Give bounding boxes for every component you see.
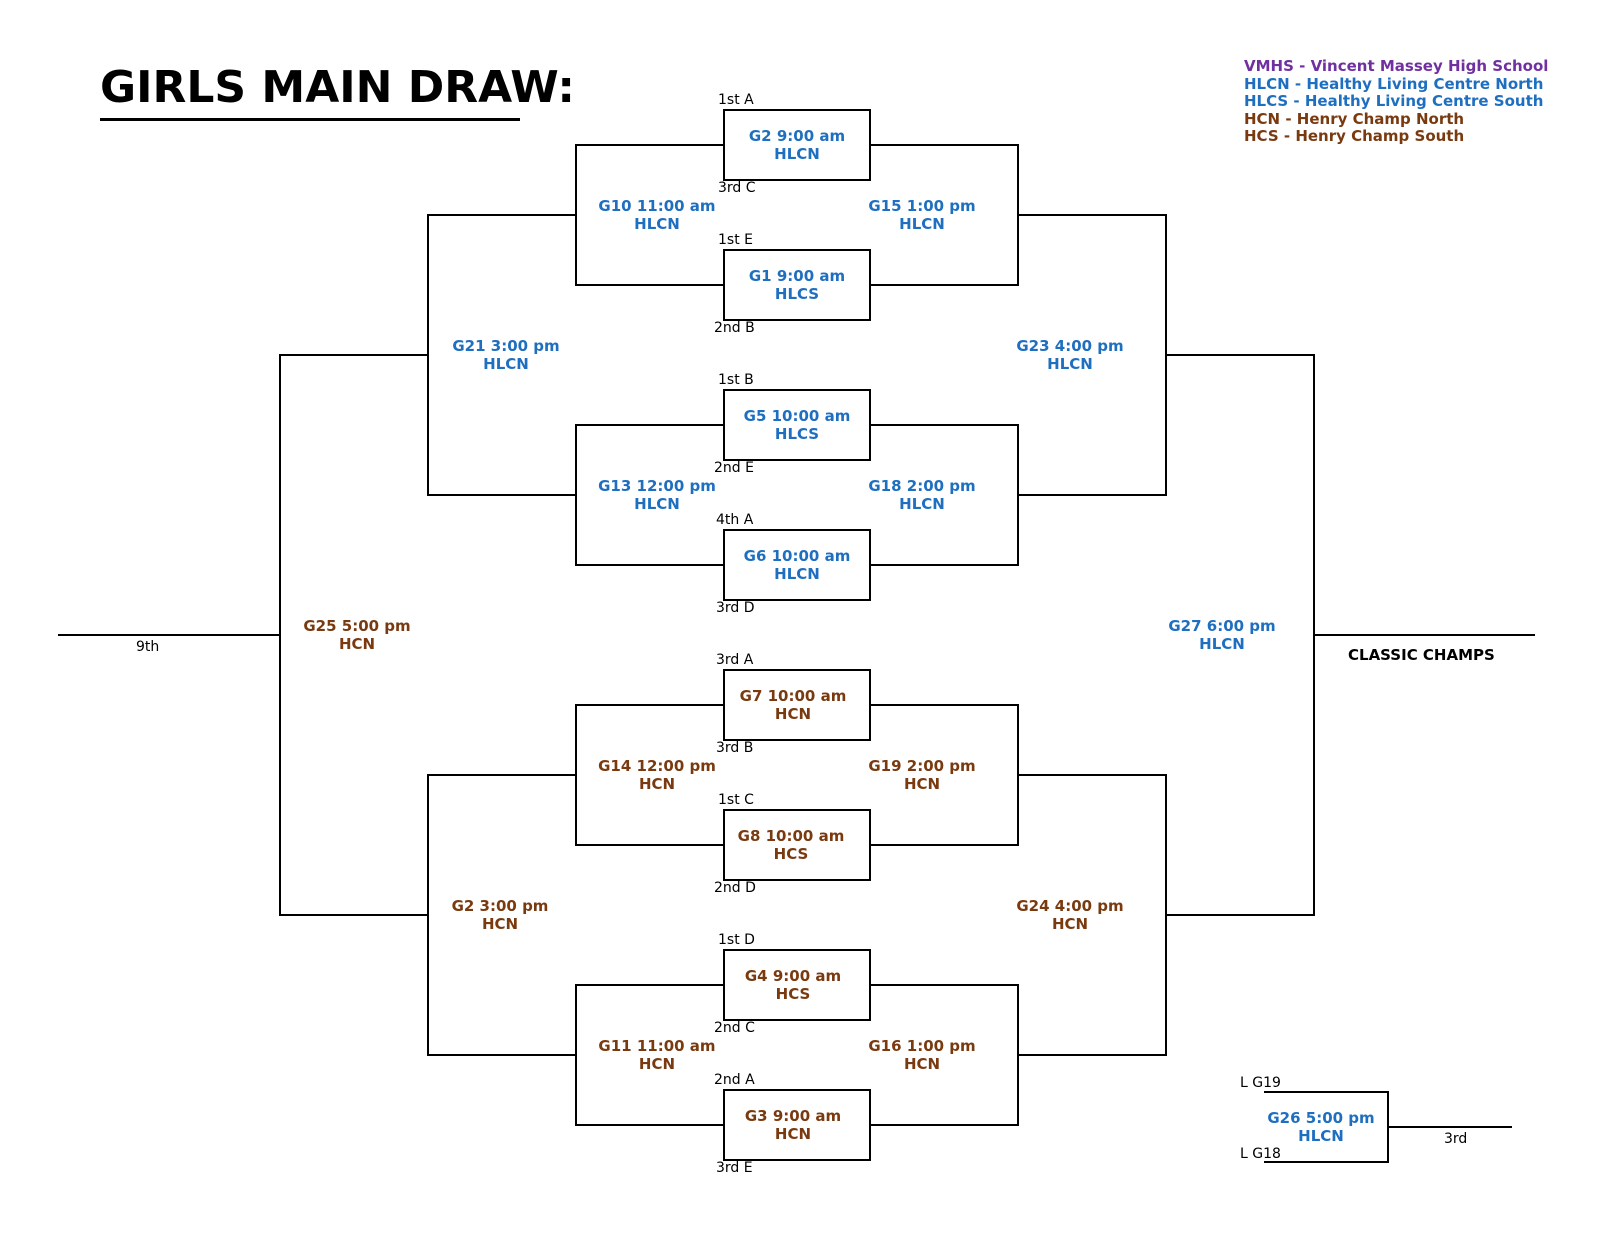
seed-label: 3rd B [716,740,754,756]
legend-item-hlcn: HLCN - Healthy Living Centre North [1244,74,1544,93]
seed-label: 2nd B [714,320,755,336]
seed-label: 1st C [718,792,754,808]
seed-label: 3rd A [716,652,754,668]
legend: VMHS - Vincent Massey High School HLCN -… [1244,57,1549,146]
seed-label: 1st E [718,232,753,248]
seed-label: 1st B [718,372,754,388]
seed-label: L G19 [1240,1075,1281,1091]
seed-label: 3rd D [716,600,755,616]
seed-label: 2nd D [714,880,756,896]
title-underline [100,118,520,121]
legend-item-hcs: HCS - Henry Champ South [1244,127,1465,145]
place-third: 3rd [1444,1131,1468,1147]
seed-label: L G18 [1240,1146,1281,1162]
legend-item-hcn: HCN - Henry Champ North [1244,109,1465,128]
page-title: GIRLS MAIN DRAW: [100,62,576,113]
seed-label: 2nd C [714,1020,755,1036]
seed-label: 3rd C [718,180,756,196]
seed-label: 3rd E [716,1160,753,1176]
place-ninth: 9th [136,639,160,655]
seed-label: 2nd E [714,460,754,476]
place-champ: CLASSIC CHAMPS [1348,646,1495,664]
seed-label: 1st A [718,92,754,108]
seed-label: 4th A [716,512,754,528]
legend-item-vmhs: VMHS - Vincent Massey High School [1244,57,1549,75]
seed-label: 1st D [718,932,755,948]
seed-label: 2nd A [714,1072,755,1088]
legend-item-hlcs: HLCS - Healthy Living Centre South [1244,92,1544,110]
